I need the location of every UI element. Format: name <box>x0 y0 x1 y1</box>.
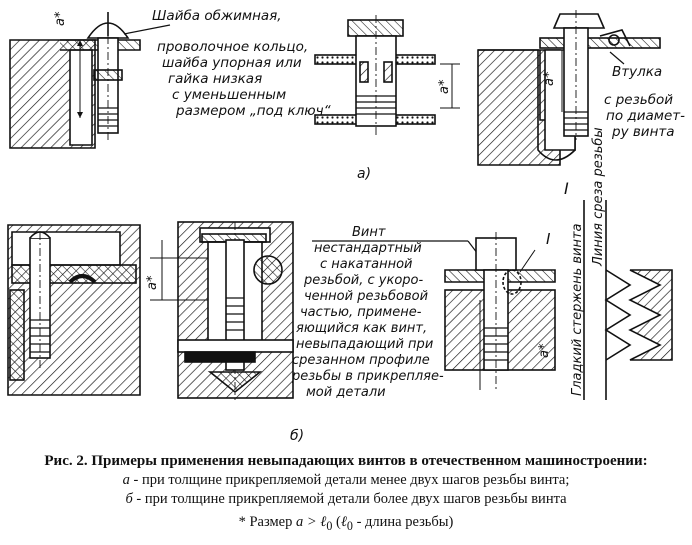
technical-drawing: a* Шайба обжимная, проволочное кольцо, ш… <box>7 8 689 444</box>
dim-label-top-left: a* <box>53 11 68 26</box>
figure-caption-footnote: * Размер a > ℓ0 (ℓ0 - длина резьбы) <box>0 514 692 534</box>
dim-label-bottom-right: a* <box>537 343 552 358</box>
drawing-top-right <box>477 10 661 166</box>
figure-caption-line-a: а - при толщине прикрепляемой детали мен… <box>0 472 692 489</box>
note-expression: a > ℓ <box>296 514 327 530</box>
dim-label-top-center: a* <box>437 79 452 94</box>
note-top-right: Втулка с резьбой по диамет- ру винта <box>604 64 689 140</box>
caption-a-text: - при толщине прикрепляемой детали менее… <box>133 472 570 488</box>
drawing-bottom-right <box>444 232 556 390</box>
row-label-b: б) <box>290 428 304 444</box>
note-paren-symbol: ℓ <box>340 514 347 530</box>
detail-label-thread-cut: Линия среза резьбы <box>591 127 606 267</box>
caption-b-letter: б <box>125 491 133 507</box>
caption-b-text: - при толщине прикрепляемой детали более… <box>136 491 567 507</box>
caption-a-letter: а <box>122 472 130 488</box>
detail-marker-large: I <box>564 179 569 198</box>
row-label-a: а) <box>357 166 371 182</box>
drawing-top-left <box>9 12 141 149</box>
detail-i-profile <box>583 200 673 400</box>
figure-caption-title: Рис. 2. Примеры применения невыпадающих … <box>44 453 648 469</box>
detail-marker-small: I <box>546 230 551 248</box>
note-paren-open: ( <box>336 514 341 530</box>
note-paren-text: - длина резьбы) <box>356 514 454 530</box>
figure-caption-line-b: б - при толщине прикрепляемой детали бол… <box>0 491 692 508</box>
note-top-left: Шайба обжимная, проволочное кольцо, шайб… <box>152 8 332 119</box>
note-paren-subscript: 0 <box>346 518 353 533</box>
dim-label-top-right: a* <box>542 71 557 86</box>
drawing-top-center <box>314 15 460 135</box>
dim-label-bottom-middle: a* <box>145 275 160 290</box>
detail-label-smooth-shank: Гладкий стержень винта <box>570 223 585 396</box>
note-bottom: Винт нестандартный с накатанной резьбой,… <box>291 225 448 400</box>
note-prefix: * Размер <box>238 514 293 530</box>
drawing-bottom-left <box>7 224 141 396</box>
drawing-bottom-middle <box>150 221 294 400</box>
note-expression-subscript: 0 <box>326 518 333 533</box>
